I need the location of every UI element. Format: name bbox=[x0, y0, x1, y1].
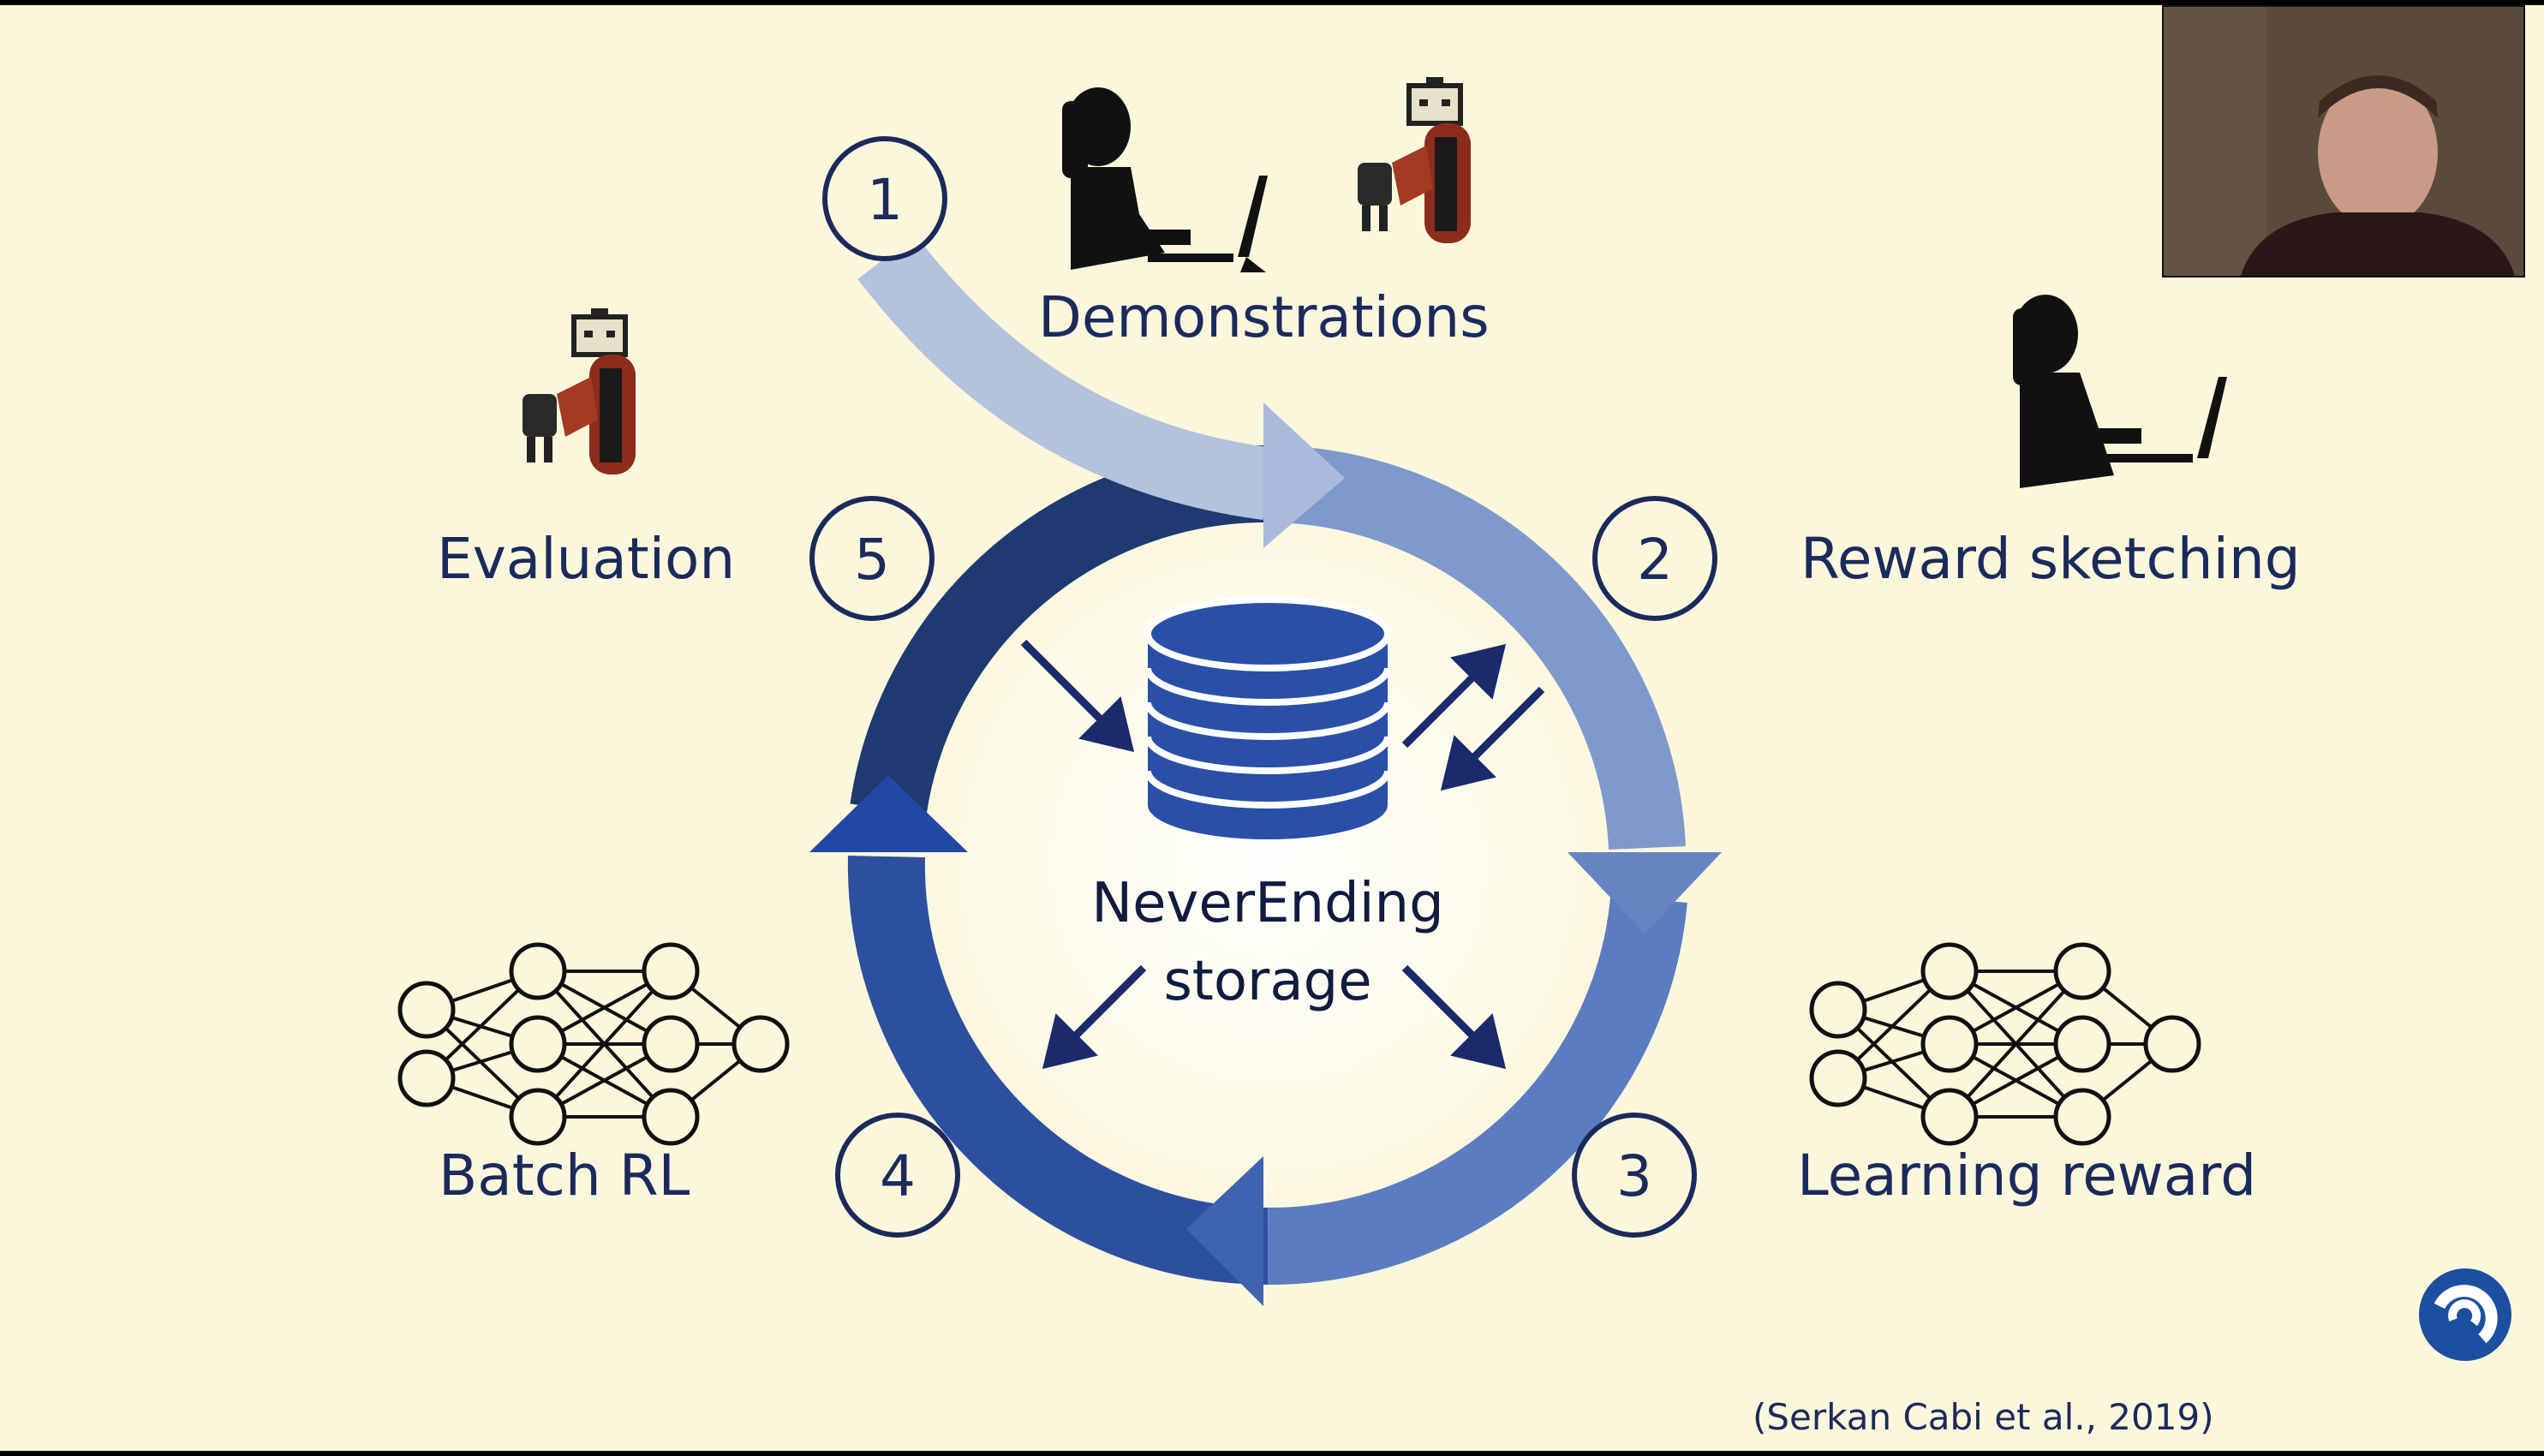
robot-arm-icon bbox=[523, 308, 636, 474]
nn-node bbox=[1920, 942, 1979, 1000]
step-circle-3 bbox=[1572, 1113, 1697, 1238]
ring-arrowhead-down bbox=[1568, 852, 1722, 934]
nn-node bbox=[2053, 942, 2111, 1000]
neural-network-icon bbox=[1809, 942, 2201, 1146]
step-numbers: 1 2 3 4 5 bbox=[854, 167, 1673, 1209]
ring-segment-2-to-3 bbox=[1267, 895, 1687, 1286]
step-number-1: 1 bbox=[867, 167, 903, 233]
nn-node bbox=[1920, 1015, 1979, 1073]
person-laptop-icon bbox=[1062, 87, 1268, 272]
nn-node bbox=[509, 942, 567, 1000]
demonstrations-arrow bbox=[857, 235, 1273, 521]
flow-arrow-out-left bbox=[1063, 964, 1147, 1048]
nn-node bbox=[2053, 1088, 2111, 1146]
step-label-learning-reward: Learning reward bbox=[1797, 1143, 2257, 1208]
step-circles bbox=[809, 136, 1717, 1238]
nn-connection bbox=[536, 970, 672, 1119]
center-label: NeverEnding storage bbox=[1028, 865, 1508, 1021]
nn-node bbox=[642, 942, 700, 1000]
nn-connection bbox=[1948, 970, 2084, 1119]
step-number-3: 3 bbox=[1616, 1143, 1652, 1209]
nn-node bbox=[509, 1088, 567, 1146]
database-icon bbox=[1144, 596, 1391, 839]
ring-segment-1-to-2 bbox=[1267, 445, 1686, 850]
nn-node bbox=[1920, 1088, 1979, 1146]
demonstrations-arrowhead bbox=[1263, 403, 1345, 548]
nn-node bbox=[732, 1015, 790, 1073]
flow-arrow-out-right-bottom bbox=[1401, 964, 1485, 1048]
data-flow-arrows bbox=[1020, 639, 1545, 1070]
step-label-reward-sketching: Reward sketching bbox=[1801, 526, 2301, 592]
center-label-line2: storage bbox=[1163, 949, 1372, 1013]
nn-node bbox=[642, 1015, 700, 1073]
step-circle-2 bbox=[1592, 496, 1717, 621]
nn-node bbox=[2053, 1015, 2111, 1073]
step-number-2: 2 bbox=[1637, 527, 1673, 593]
robot-arm-icon bbox=[1358, 77, 1471, 243]
center-label-line1: NeverEnding bbox=[1091, 872, 1444, 935]
presenter-webcam bbox=[2162, 5, 2525, 277]
nn-node bbox=[642, 1088, 700, 1146]
flow-arrow-out-right bbox=[1401, 665, 1485, 749]
step-circle-1 bbox=[822, 136, 947, 261]
step-circle-5 bbox=[809, 496, 935, 621]
deepmind-logo-icon bbox=[2419, 1268, 2511, 1361]
nn-node bbox=[397, 981, 456, 1039]
ring-arrowhead-left bbox=[1186, 1156, 1263, 1306]
step-number-4: 4 bbox=[880, 1143, 916, 1209]
step-label-evaluation: Evaluation bbox=[437, 526, 736, 592]
ring-segment-3-to-4 bbox=[847, 856, 1269, 1285]
nn-node bbox=[1809, 981, 1867, 1039]
nn-node bbox=[1809, 1049, 1867, 1107]
flow-arrow-in-left bbox=[1020, 639, 1113, 731]
nn-node bbox=[397, 1049, 456, 1107]
person-laptop-icon bbox=[2013, 295, 2227, 488]
neural-network-icon bbox=[397, 942, 790, 1146]
flow-arrow-in-right bbox=[1461, 686, 1545, 770]
step-label-batch-rl: Batch RL bbox=[439, 1143, 690, 1208]
nn-node bbox=[2143, 1015, 2201, 1073]
ring-arrowhead-up bbox=[809, 775, 968, 852]
step-number-5: 5 bbox=[854, 527, 890, 593]
step-circle-4 bbox=[835, 1113, 960, 1238]
step-label-demonstrations: Demonstrations bbox=[1038, 284, 1490, 350]
citation: (Serkan Cabi et al., 2019) bbox=[1753, 1396, 2214, 1438]
nn-node bbox=[509, 1015, 567, 1073]
